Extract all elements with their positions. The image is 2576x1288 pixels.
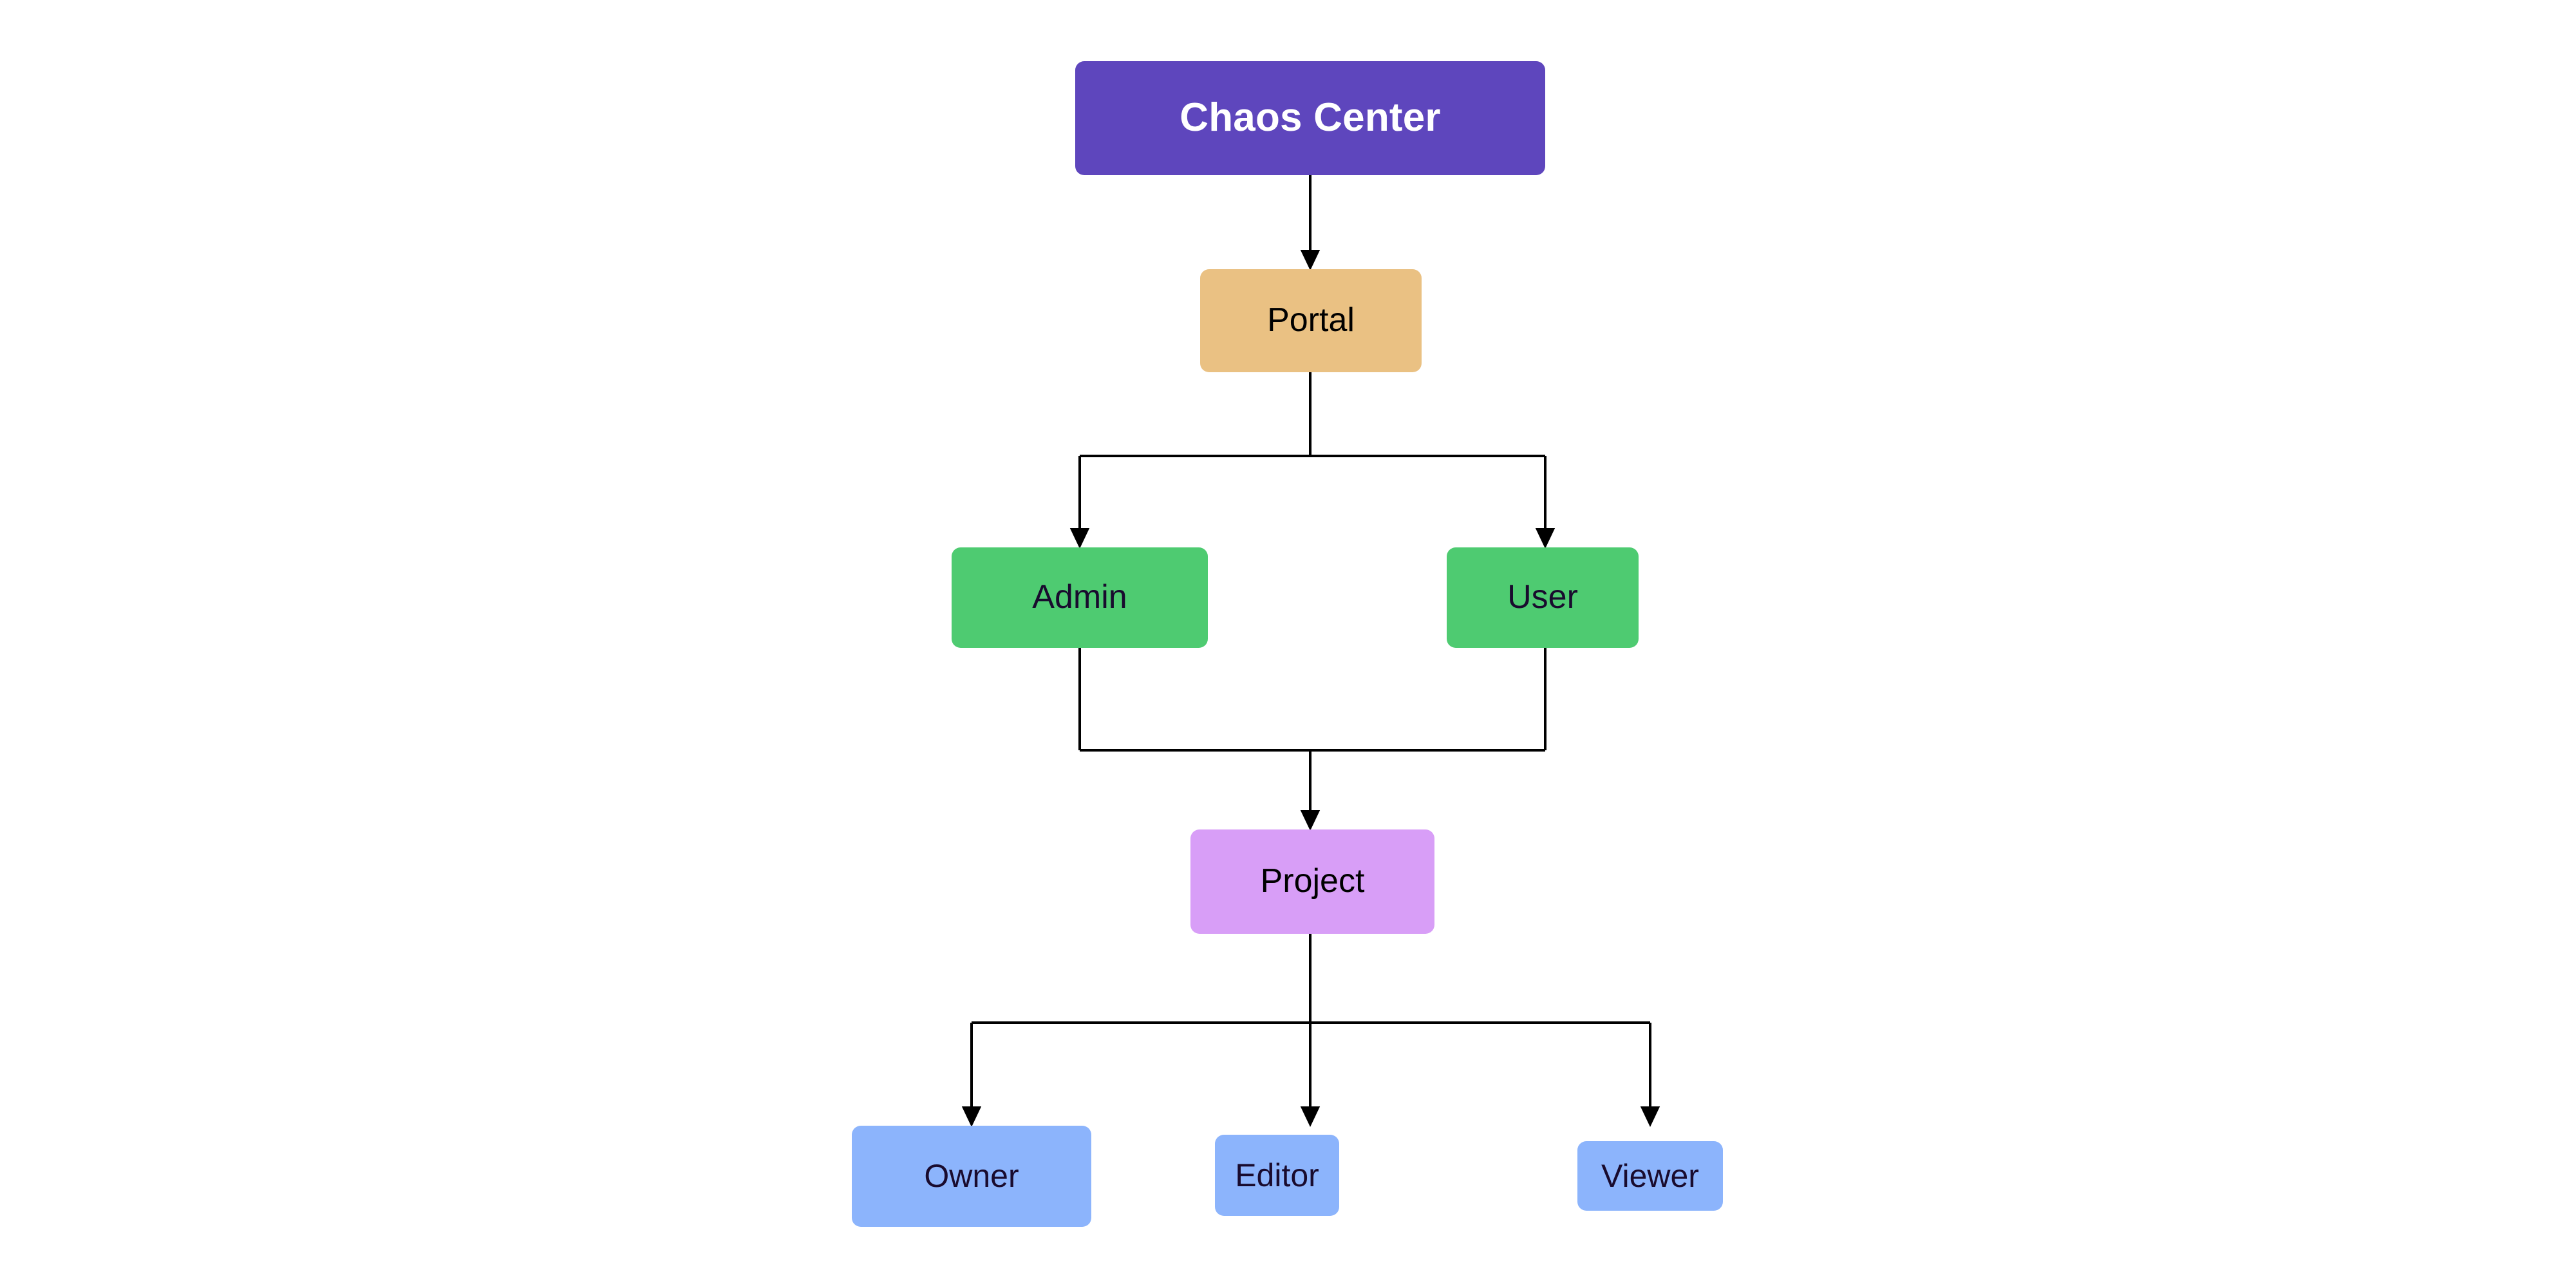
node-chaos-center-label: Chaos Center [1180,95,1441,140]
node-portal[interactable]: Portal [1200,269,1422,372]
node-project[interactable]: Project [1190,829,1434,934]
node-editor[interactable]: Editor [1215,1135,1339,1216]
node-user-label: User [1507,578,1578,616]
node-owner[interactable]: Owner [852,1126,1091,1227]
node-admin[interactable]: Admin [952,547,1208,648]
node-owner-label: Owner [924,1158,1019,1194]
node-editor-label: Editor [1235,1157,1319,1193]
node-chaos-center[interactable]: Chaos Center [1075,61,1545,175]
node-admin-label: Admin [1032,578,1127,616]
node-portal-label: Portal [1267,301,1355,339]
node-viewer[interactable]: Viewer [1577,1141,1723,1211]
node-user[interactable]: User [1447,547,1639,648]
node-viewer-label: Viewer [1601,1157,1699,1194]
node-project-label: Project [1260,862,1365,900]
